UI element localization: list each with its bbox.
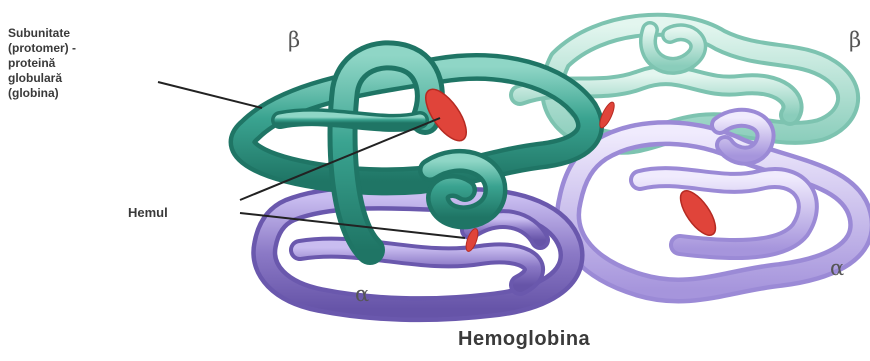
alpha-subunit-right [568, 118, 861, 291]
subunit-label: Subunitate (protomer) - proteină globula… [8, 26, 76, 101]
alpha-symbol-left: α [355, 282, 369, 306]
subunit-leader-line [158, 82, 262, 108]
beta-symbol-left: β [288, 28, 300, 52]
heme-label: Hemul [128, 205, 168, 220]
alpha-subunit-left [264, 198, 571, 310]
beta-symbol-right: β [849, 28, 861, 52]
alpha-symbol-right: α [830, 256, 844, 280]
heme-alpha-right [674, 185, 722, 240]
diagram-title: Hemoglobina [458, 328, 590, 351]
